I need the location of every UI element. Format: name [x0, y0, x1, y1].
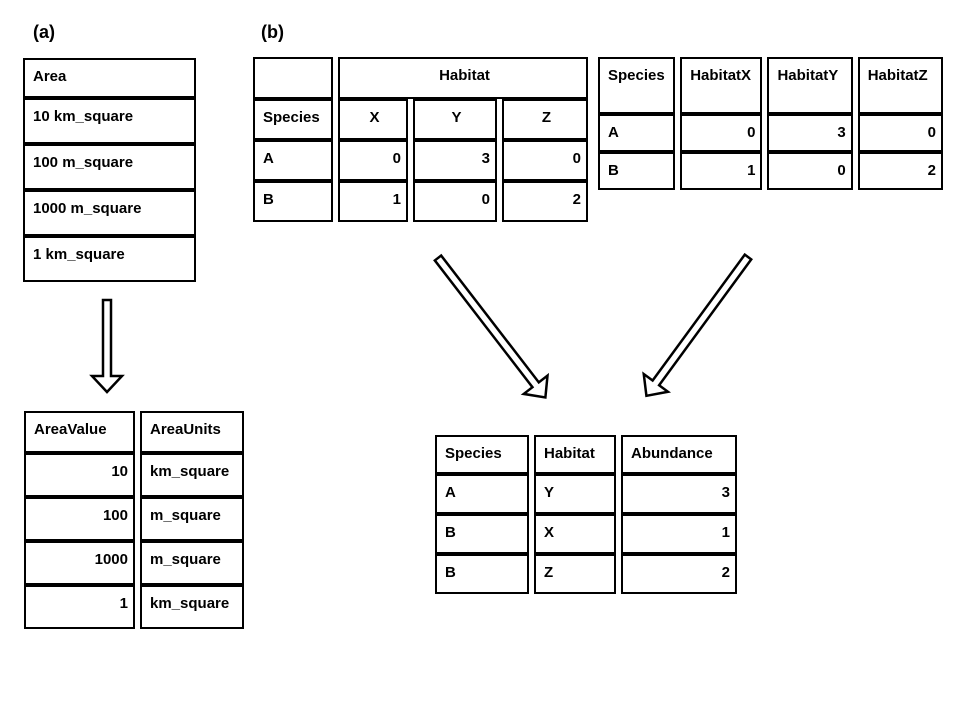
- table-header-cell: Z: [502, 99, 588, 140]
- table-cell: 3: [621, 474, 737, 514]
- table-header-cell: AreaUnits: [140, 411, 244, 453]
- table-cell: 1: [621, 514, 737, 554]
- table-header-cell: X: [338, 99, 408, 140]
- table-cell: B: [435, 554, 529, 594]
- table-cell: 0: [680, 114, 763, 152]
- table-cell: 10 km_square: [23, 98, 196, 144]
- table-header-cell: HabitatX: [680, 57, 763, 114]
- down-arrow-icon: [89, 298, 125, 394]
- table-area-single-column: Area 10 km_square 100 m_square 1000 m_sq…: [18, 58, 201, 282]
- table-area-tidy: AreaValue AreaUnits 10 km_square 100 m_s…: [19, 411, 249, 629]
- empty-corner-cell: [253, 57, 333, 99]
- table-cell: 3: [413, 140, 497, 181]
- table-cell: B: [435, 514, 529, 554]
- table-cell: 1: [24, 585, 135, 629]
- panel-b-label: (b): [261, 22, 284, 42]
- table-cell: 1: [680, 152, 763, 190]
- table-cell: km_square: [140, 453, 244, 497]
- panel-a-label: (a): [33, 22, 55, 42]
- table-header-cell: Species: [435, 435, 529, 474]
- table-cell: A: [253, 140, 333, 181]
- diagonal-arrow-down-right-icon: [433, 253, 550, 399]
- table-cell: 0: [767, 152, 853, 190]
- table-cell: 2: [857, 152, 943, 190]
- table-cell: 0: [502, 140, 588, 181]
- table-cell: 1000 m_square: [23, 190, 196, 236]
- table-header-cell: HabitatY: [767, 57, 853, 114]
- diagonal-arrow-down-left-icon: [642, 252, 753, 398]
- table-header-cell: Habitat: [534, 435, 616, 474]
- table-cell: 0: [338, 140, 408, 181]
- table-header-cell: Species: [598, 57, 676, 114]
- table-cell: 1: [338, 181, 408, 222]
- table-cell: Y: [534, 474, 616, 514]
- table-tidy-abundance: Species Habitat Abundance A Y 3 B X 1 B …: [430, 435, 742, 594]
- table-cell: 2: [621, 554, 737, 594]
- table-cell: 100 m_square: [23, 144, 196, 190]
- table-cell: 0: [413, 181, 497, 222]
- table-cell: 2: [502, 181, 588, 222]
- table-cell: 3: [767, 114, 853, 152]
- table-cell: km_square: [140, 585, 244, 629]
- table-cell: Z: [534, 554, 616, 594]
- table-cell: 0: [857, 114, 943, 152]
- table-cell: m_square: [140, 497, 244, 541]
- table-header-cell: Y: [413, 99, 497, 140]
- table-cell: B: [253, 181, 333, 222]
- table-cell: A: [435, 474, 529, 514]
- table-cell: m_square: [140, 541, 244, 585]
- table-cell: 1 km_square: [23, 236, 196, 282]
- table-header-cell: Species: [253, 99, 333, 140]
- table-header-cell: AreaValue: [24, 411, 135, 453]
- table-habitat-wide: Habitat Species X Y Z A 0 3 0 B 1 0 2: [248, 57, 593, 222]
- table-cell: 100: [24, 497, 135, 541]
- table-habitat-columns: Species HabitatX HabitatY HabitatZ A 0 3…: [593, 57, 948, 190]
- table-header-cell: Area: [23, 58, 196, 98]
- table-header-cell: Abundance: [621, 435, 737, 474]
- table-cell: A: [598, 114, 676, 152]
- table-cell: 1000: [24, 541, 135, 585]
- table-cell: B: [598, 152, 676, 190]
- table-header-cell: HabitatZ: [857, 57, 943, 114]
- table-cell: X: [534, 514, 616, 554]
- table-cell: 10: [24, 453, 135, 497]
- table-group-header-cell: Habitat: [338, 57, 588, 99]
